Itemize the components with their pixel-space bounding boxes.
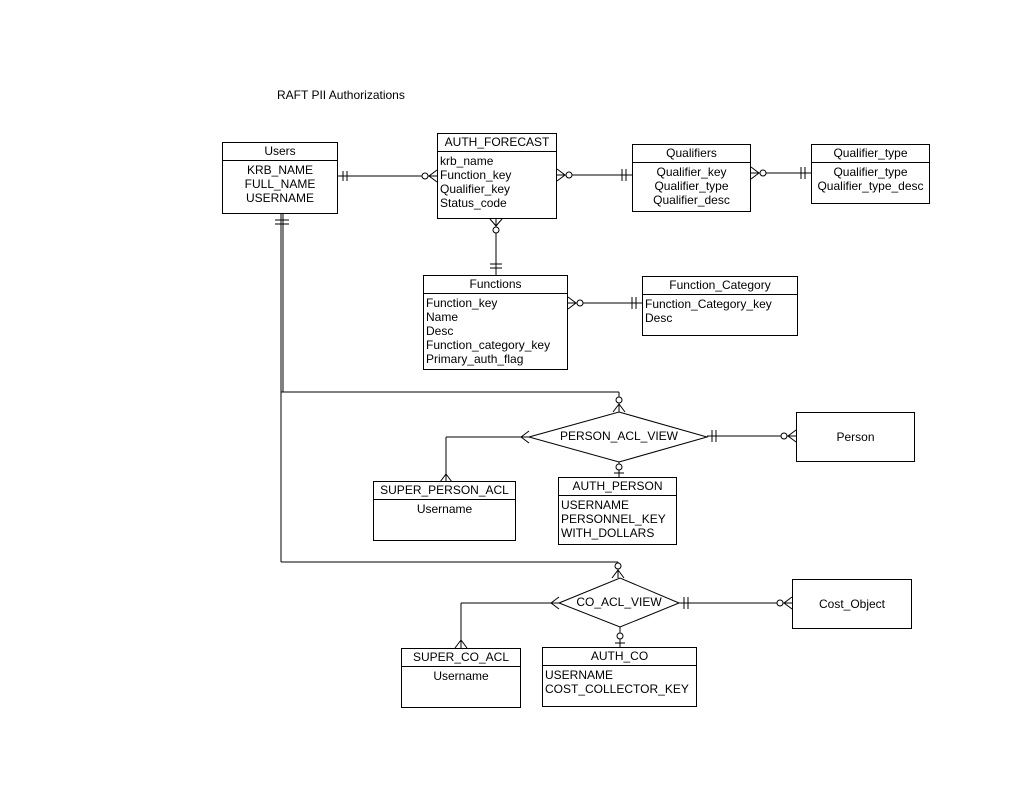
entity-name: AUTH_FORECAST bbox=[438, 134, 556, 152]
entity-attributes: USERNAME PERSONNEL_KEY WITH_DOLLARS bbox=[559, 496, 676, 542]
entity-function-category: Function_Category Function_Category_key … bbox=[642, 276, 798, 336]
entity-person: Person bbox=[796, 412, 915, 462]
entity-name: Qualifiers bbox=[633, 145, 750, 163]
attribute: Function_Category_key bbox=[645, 297, 772, 311]
entity-name: AUTH_PERSON bbox=[559, 478, 676, 496]
entity-attributes: Function_Category_key Desc bbox=[643, 295, 797, 327]
attribute: Qualifier_type_desc bbox=[817, 179, 924, 193]
entity-cost-object: Cost_Object bbox=[792, 579, 912, 629]
entity-name: Function_Category bbox=[643, 277, 797, 295]
entity-attributes: krb_name Function_key Qualifier_key Stat… bbox=[438, 152, 556, 212]
entity-name: AUTH_CO bbox=[543, 648, 696, 666]
attribute: Function_category_key bbox=[426, 338, 551, 352]
attribute: Username bbox=[433, 669, 489, 683]
entity-super-person-acl: SUPER_PERSON_ACL Username bbox=[373, 481, 516, 541]
entity-attributes: Qualifier_key Qualifier_type Qualifier_d… bbox=[633, 163, 750, 209]
attribute: Function_key bbox=[426, 296, 498, 310]
attribute: krb_name bbox=[440, 154, 494, 168]
diagram-title: RAFT PII Authorizations bbox=[277, 88, 405, 102]
entity-name: Person bbox=[836, 430, 875, 444]
entity-auth-forecast: AUTH_FORECAST krb_name Function_key Qual… bbox=[437, 133, 557, 219]
attribute: Qualifier_key bbox=[440, 182, 511, 196]
entity-name: Functions bbox=[424, 276, 567, 294]
entity-functions: Functions Function_key Name Desc Functio… bbox=[423, 275, 568, 370]
entity-attributes: Username bbox=[402, 667, 520, 685]
attribute: Name bbox=[426, 310, 459, 324]
attribute: COST_COLLECTOR_KEY bbox=[545, 682, 689, 696]
entity-attributes: Qualifier_type Qualifier_type_desc bbox=[812, 163, 929, 195]
view-person-acl-label: PERSON_ACL_VIEW bbox=[559, 429, 679, 443]
attribute: Qualifier_type bbox=[833, 165, 908, 179]
entity-super-co-acl: SUPER_CO_ACL Username bbox=[401, 648, 521, 708]
attribute: USERNAME bbox=[561, 498, 630, 512]
entity-attributes: KRB_NAME FULL_NAME USERNAME bbox=[223, 161, 337, 207]
attribute: Qualifier_key bbox=[656, 165, 727, 179]
attribute: Qualifier_desc bbox=[653, 193, 730, 207]
attribute: Primary_auth_flag bbox=[426, 352, 524, 366]
entity-auth-co: AUTH_CO USERNAME COST_COLLECTOR_KEY bbox=[542, 647, 697, 707]
view-co-acl-label: CO_ACL_VIEW bbox=[576, 595, 662, 609]
attribute: USERNAME bbox=[545, 668, 614, 682]
attribute: Qualifier_type bbox=[654, 179, 729, 193]
entity-qualifiers: Qualifiers Qualifier_key Qualifier_type … bbox=[632, 144, 751, 212]
entity-name: SUPER_PERSON_ACL bbox=[374, 482, 515, 500]
attribute: Desc bbox=[645, 311, 673, 325]
entity-users: Users KRB_NAME FULL_NAME USERNAME bbox=[222, 142, 338, 214]
entity-name: Cost_Object bbox=[818, 597, 886, 611]
person-acl-view-diamond bbox=[527, 411, 709, 463]
entity-name: Users bbox=[223, 143, 337, 161]
attribute: Desc bbox=[426, 324, 454, 338]
attribute: PERSONNEL_KEY bbox=[561, 512, 666, 526]
attribute: KRB_NAME bbox=[246, 163, 314, 177]
entity-qualifier-type: Qualifier_type Qualifier_type Qualifier_… bbox=[811, 144, 930, 204]
entity-attributes: Function_key Name Desc Function_category… bbox=[424, 294, 567, 368]
entity-name: Qualifier_type bbox=[812, 145, 929, 163]
attribute: USERNAME bbox=[245, 191, 314, 205]
attribute: FULL_NAME bbox=[244, 177, 316, 191]
attribute: WITH_DOLLARS bbox=[561, 526, 655, 540]
attribute: Function_key bbox=[440, 168, 512, 182]
entity-attributes: USERNAME COST_COLLECTOR_KEY bbox=[543, 666, 696, 698]
entity-auth-person: AUTH_PERSON USERNAME PERSONNEL_KEY WITH_… bbox=[558, 477, 677, 545]
attribute: Username bbox=[416, 502, 473, 516]
entity-attributes: Username bbox=[374, 500, 515, 518]
entity-name: SUPER_CO_ACL bbox=[402, 649, 520, 667]
attribute: Status_code bbox=[440, 196, 507, 210]
